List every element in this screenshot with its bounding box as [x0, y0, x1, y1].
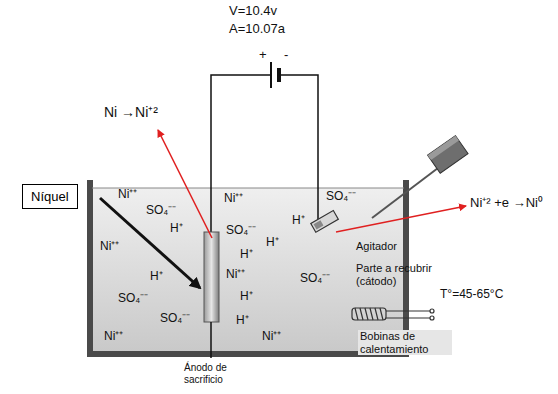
agitator-label: Agitador — [356, 240, 397, 253]
sulfate-ion: SO₄⁻⁻ — [326, 190, 356, 204]
nickel-ion: Ni⁺⁺ — [100, 240, 119, 254]
voltage-reading: V=10.4v — [229, 4, 277, 19]
heating-coil-label: Bobinas de calentamiento — [358, 330, 452, 355]
current-reading: A=10.07a — [229, 22, 285, 37]
anode-label: Ánodo de sacrificio — [184, 362, 246, 385]
nickel-ion: Ni⁺⁺ — [262, 330, 281, 344]
hydrogen-ion: H⁺ — [292, 214, 305, 228]
nickel-ion: Ni⁺⁺ — [226, 268, 245, 282]
callout-text: Níquel — [31, 189, 69, 204]
anode-reaction: Ni →Ni⁺² — [104, 104, 158, 120]
hydrogen-ion: H⁺ — [240, 248, 253, 262]
positive-terminal: + — [259, 48, 267, 63]
hydrogen-ion: H⁺ — [236, 314, 249, 328]
cathode-label: Parte a recubrir (cátodo) — [356, 262, 456, 287]
nickel-ion: Ni⁺⁺ — [118, 188, 137, 202]
sulfate-ion: SO₄⁻⁻ — [118, 292, 148, 306]
sulfate-ion: SO₄⁻⁻ — [160, 312, 190, 326]
hydrogen-ion: H⁺ — [170, 222, 183, 236]
sulfate-ion: SO₄⁻⁻ — [300, 272, 330, 286]
hydrogen-ion: H⁺ — [240, 290, 253, 304]
hydrogen-ion: H⁺ — [150, 270, 163, 284]
sulfate-ion: SO₄⁻⁻ — [146, 204, 176, 218]
temperature-label: T°=45-65°C — [440, 288, 503, 302]
nickel-ion: Ni⁺⁺ — [224, 192, 243, 206]
nickel-ion: Ni⁺⁺ — [104, 330, 123, 344]
callout-box: Níquel — [22, 184, 78, 209]
hydrogen-ion: H⁺ — [266, 236, 279, 250]
sulfate-ion: SO₄⁻⁻ — [226, 224, 256, 238]
negative-terminal: - — [284, 48, 288, 63]
cathode-reaction: Ni⁺² +e →Ni⁰ — [470, 196, 543, 211]
